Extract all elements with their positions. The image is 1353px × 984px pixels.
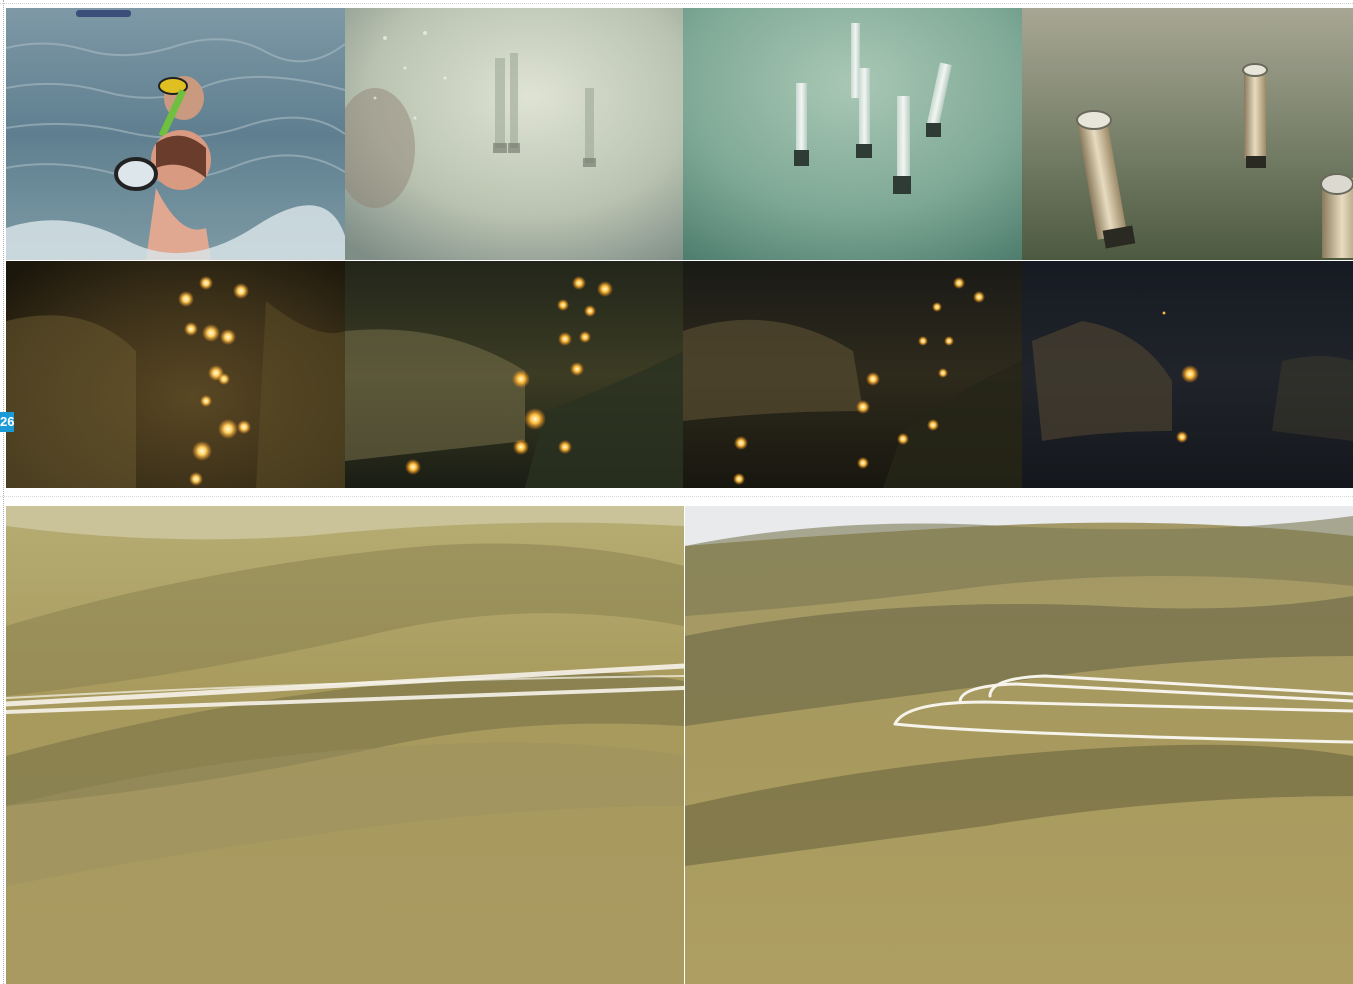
trim-line-middle <box>0 496 1353 497</box>
photo-underwater-foggy-tubes <box>345 8 683 260</box>
photo-underwater-seabed-tubes <box>1022 8 1353 260</box>
trim-line-top <box>0 3 1353 4</box>
photo-night-creek-flames-4 <box>1022 261 1353 488</box>
photo-underwater-green-tubes <box>683 8 1022 260</box>
photo-night-creek-flames-2 <box>345 261 683 488</box>
photo-hillside-curved-light-lines <box>685 506 1353 984</box>
photo-hillside-straight-fibre-lines <box>6 506 684 984</box>
page-number-badge: 26 <box>0 412 14 432</box>
photo-night-creek-flames-3 <box>683 261 1022 488</box>
photo-night-creek-flames-1 <box>6 261 345 488</box>
trim-line-left <box>3 0 4 984</box>
photo-snorkelers-in-sea <box>6 8 345 260</box>
